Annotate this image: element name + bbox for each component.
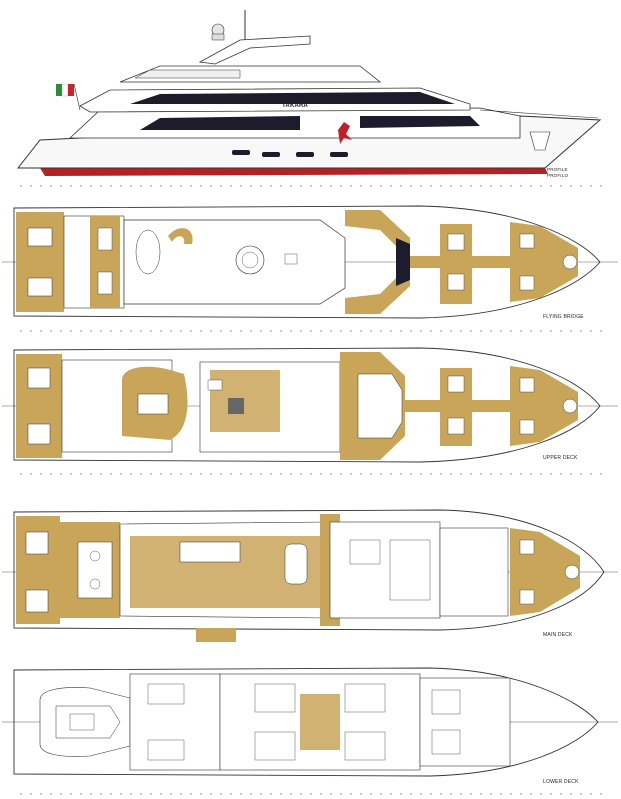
brand-logo xyxy=(338,122,352,144)
profile-label: PROFILE xyxy=(547,167,568,172)
deck-label-main-deck: MAIN DECK xyxy=(543,632,573,638)
deck-label-flying-bridge: FLYING BRIDGE xyxy=(543,314,584,320)
italian-flag xyxy=(56,84,62,96)
profile-label-italian: PROFILO xyxy=(547,173,569,178)
boot-stripe xyxy=(40,168,548,176)
yacht-name: TAKARA xyxy=(282,103,309,109)
deck-label-upper-deck: UPPER DECK xyxy=(543,455,578,461)
deck-label-lower-deck: LOWER DECK xyxy=(543,779,579,785)
profile-view xyxy=(16,10,605,187)
flying-bridge-plan xyxy=(2,205,618,332)
main-deck-plan xyxy=(2,509,618,642)
lower-deck-plan xyxy=(2,667,618,795)
upper-deck-plan xyxy=(2,347,618,475)
